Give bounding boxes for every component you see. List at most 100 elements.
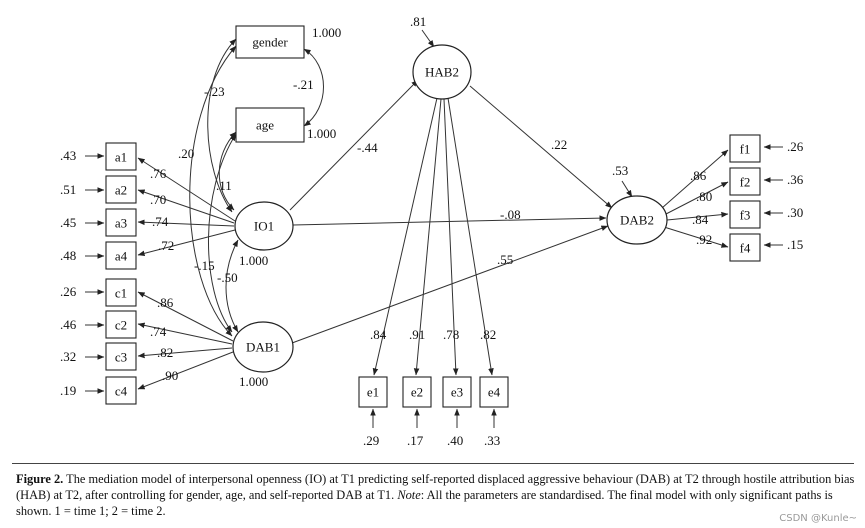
label-c1: c1: [115, 286, 127, 301]
box-a1: [105, 142, 137, 171]
label-dab1: DAB1: [246, 340, 280, 355]
error-arrows: [85, 29, 783, 428]
coef-io1-dab2: -.08: [500, 207, 521, 222]
label-f3: f3: [740, 208, 751, 223]
disturbance-arrow-hab2: [421, 29, 435, 48]
error-f1: .26: [787, 139, 804, 154]
arrow-dab2-f1: [661, 149, 729, 209]
variance-labels: 1.000 1.000 1.000 1.000 .81 .53: [239, 14, 628, 389]
arrow-io1-a2: [137, 189, 235, 224]
label-c3: c3: [115, 350, 127, 365]
arrow-dab1-c1: [137, 291, 234, 342]
error-a1: .43: [60, 148, 76, 163]
ellipse-dab1: [232, 321, 294, 373]
corr-label-age-io1: .11: [216, 178, 232, 193]
arrow-hab2-e4: [447, 97, 494, 376]
error-e4: .33: [484, 433, 500, 448]
label-c2: c2: [115, 318, 127, 333]
box-f4: [729, 233, 761, 262]
corr-age-dab1: [208, 133, 237, 333]
loading-a1: .76: [150, 166, 167, 181]
label-e1: e1: [367, 385, 379, 400]
caption-divider: [12, 463, 854, 464]
error-e1: .29: [363, 433, 379, 448]
variance-age: 1.000: [307, 126, 336, 141]
box-gender: [235, 25, 305, 59]
label-a4: a4: [115, 249, 128, 264]
corr-age-io1: [218, 131, 237, 211]
caption-text-part1: The mediation model of interpersonal ope…: [16, 472, 855, 502]
label-age: age: [256, 118, 274, 133]
loading-f2: .80: [696, 189, 712, 204]
variance-dab1: 1.000: [239, 374, 268, 389]
variance-dab2: .53: [612, 163, 628, 178]
arrow-hab2-e2: [413, 98, 442, 376]
arrow-dab2-f3: [666, 211, 729, 221]
arrow-dab1-c2: [137, 322, 233, 345]
box-c2: [105, 310, 137, 339]
watermark-text: CSDN @Kunle~: [779, 513, 857, 524]
path-dab1-dab2: [291, 225, 609, 344]
box-c4: [105, 376, 137, 405]
arrow-io1-a1: [137, 157, 236, 222]
arrow-dab2-f2: [665, 181, 729, 215]
box-a2: [105, 175, 137, 204]
label-e4: e4: [488, 385, 501, 400]
ellipse-dab2: [606, 195, 668, 245]
structural-paths: [289, 79, 613, 344]
loading-f4: .92: [696, 232, 712, 247]
coef-dab1-dab2: .55: [497, 252, 513, 267]
loading-a4: .72: [158, 238, 174, 253]
loading-a3: .74: [152, 214, 169, 229]
error-c2: .46: [60, 317, 77, 332]
box-f3: [729, 200, 761, 229]
arrow-io1-a3: [137, 219, 235, 227]
box-e3: [442, 376, 472, 408]
error-c3: .32: [60, 349, 76, 364]
variance-io1: 1.000: [239, 253, 268, 268]
box-e1: [358, 376, 388, 408]
label-gender: gender: [252, 35, 288, 50]
error-f3: .30: [787, 205, 803, 220]
label-a2: a2: [115, 183, 127, 198]
error-a4: .48: [60, 248, 76, 263]
error-a2: .51: [60, 182, 76, 197]
arrow-dab1-c4: [137, 351, 234, 390]
corr-gender-dab1: [189, 45, 237, 337]
label-hab2: HAB2: [425, 65, 459, 80]
box-a3: [105, 208, 137, 237]
loading-e1: .84: [370, 327, 387, 342]
box-age: [235, 107, 305, 143]
observed-variables: gender age a1 a2 a3 a4 c1 c2 c3 c4 e1 e2…: [105, 25, 761, 408]
path-io1-dab2: [292, 215, 607, 226]
corr-label-age-dab1: -.15: [194, 258, 215, 273]
disturbance-arrow-dab2: [621, 180, 633, 198]
loading-c1: .86: [157, 295, 174, 310]
box-a4: [105, 241, 137, 270]
loading-c2: .74: [150, 324, 167, 339]
box-f1: [729, 134, 761, 163]
label-a3: a3: [115, 216, 127, 231]
correlation-labels: -.21 -.23 .20 .11 -.15 -.50: [178, 77, 314, 285]
corr-label-gender-dab1: .20: [178, 146, 194, 161]
arrow-hab2-e3: [443, 98, 459, 376]
loading-a2: .70: [150, 192, 166, 207]
caption-note-label: Note: [397, 488, 421, 502]
label-dab2: DAB2: [620, 213, 654, 228]
variance-gender: 1.000: [312, 25, 341, 40]
error-c4: .19: [60, 383, 76, 398]
arrow-dab1-c3: [137, 347, 233, 359]
error-c1: .26: [60, 284, 77, 299]
label-io1: IO1: [254, 219, 274, 234]
error-a3: .45: [60, 215, 76, 230]
arrow-io1-a4: [137, 229, 236, 257]
label-e3: e3: [451, 385, 463, 400]
loading-e2: .91: [409, 327, 425, 342]
caption-text-part2: : All the parameters are standardised. T…: [16, 488, 833, 518]
box-c3: [105, 342, 137, 371]
corr-label-gender-age: -.21: [293, 77, 314, 92]
path-io1-hab2: [289, 79, 419, 211]
corr-io1-dab1: [225, 239, 239, 333]
loading-arrows: [137, 97, 729, 390]
box-f2: [729, 167, 761, 196]
